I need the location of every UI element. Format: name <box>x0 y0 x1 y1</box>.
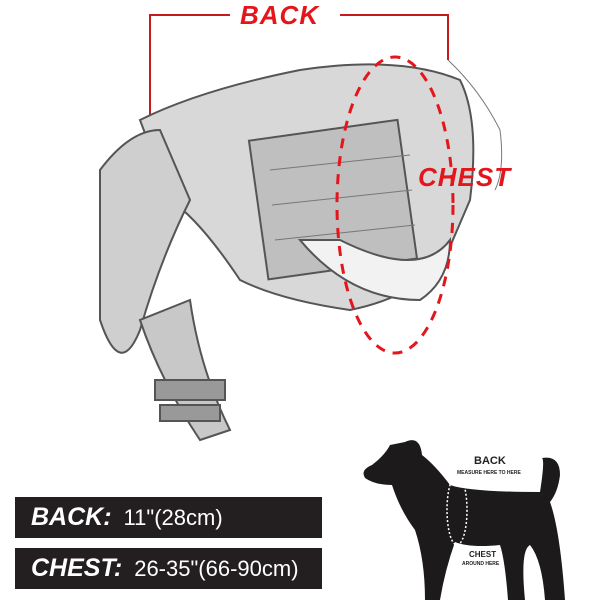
dog-chest-title: CHEST <box>469 550 497 559</box>
dog-chest-note: AROUND HERE <box>462 561 500 567</box>
harness-illustration <box>99 14 503 442</box>
dog-silhouette <box>363 440 565 600</box>
dog-back-title: BACK <box>474 455 506 467</box>
harness-sketch <box>99 63 475 442</box>
back-label: BACK <box>240 0 320 30</box>
chest-label: CHEST <box>418 162 512 192</box>
chest-measurement-label: CHEST: <box>31 554 123 582</box>
chest-measurement-bar: CHEST: 26-35"(66-90cm) <box>15 548 322 589</box>
chest-measure-loop <box>335 55 455 355</box>
dog-back-note: MEASURE HERE TO HERE <box>457 470 521 476</box>
back-measurement-label: BACK: <box>31 503 112 531</box>
chest-measurement-value: 26-35"(66-90cm) <box>134 555 299 581</box>
back-measurement-value: 11"(28cm) <box>123 504 223 530</box>
back-measurement-bar: BACK: 11"(28cm) <box>15 497 322 538</box>
